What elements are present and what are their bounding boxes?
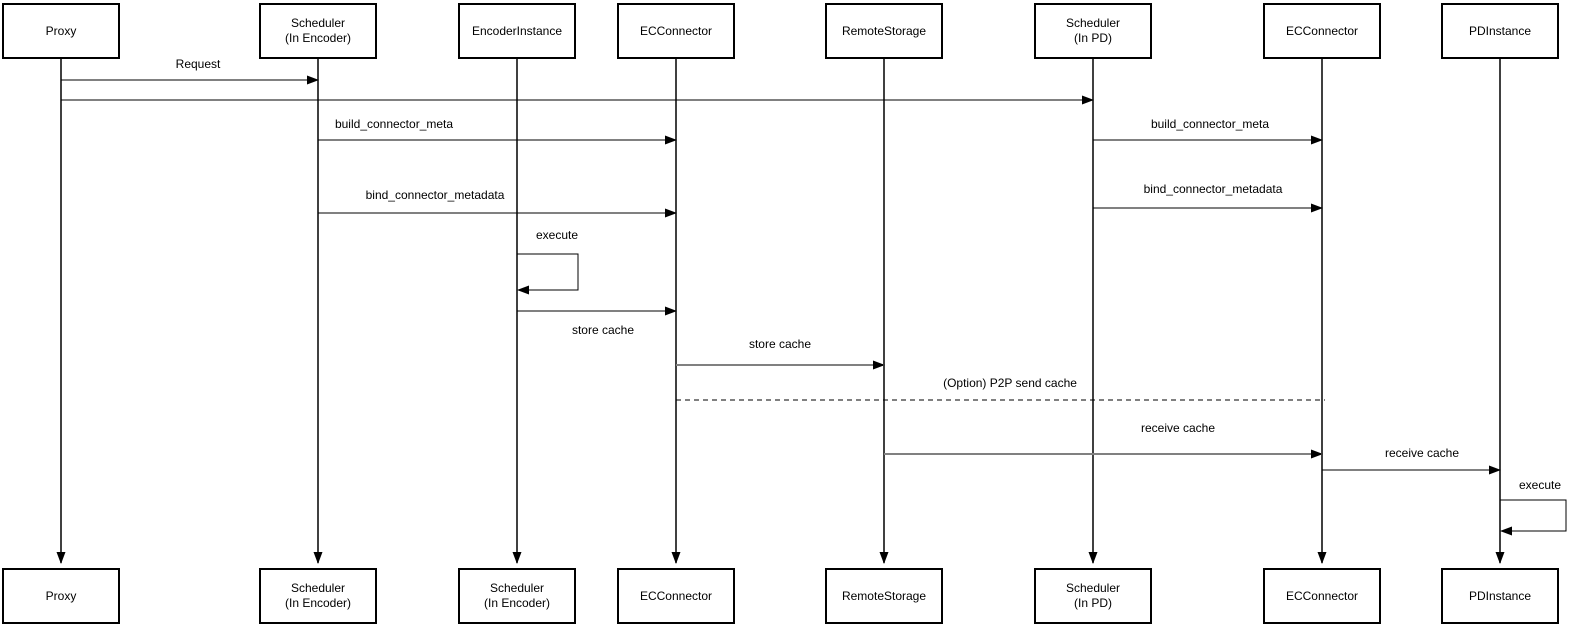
actor-bottom-box-scheduler-in-pd: Scheduler(In PD): [1034, 568, 1152, 624]
actor-bottom-label: Scheduler: [489, 581, 545, 595]
actor-bottom-box-ec-connector-pd: ECConnector: [1263, 568, 1381, 624]
actor-top-label: (In PD): [1073, 31, 1112, 45]
actor-bottom-label: ECConnector: [1285, 588, 1359, 603]
self-loop-label-execute-encoder: execute: [534, 228, 580, 242]
actor-top-box-remote-storage: RemoteStorage: [825, 3, 943, 59]
actor-top-label: ECConnector: [639, 23, 713, 38]
actor-bottom-label: ECConnector: [639, 588, 713, 603]
message-label-p2p-send-cache: (Option) P2P send cache: [942, 376, 1078, 390]
self-loop-execute-encoder: [517, 253, 579, 295]
message-label-store-cache-to-remote: store cache: [747, 337, 813, 351]
actor-bottom-label: (In PD): [1073, 596, 1112, 610]
self-loop-execute-pd: [1500, 499, 1567, 536]
actor-top-label: Proxy: [45, 23, 77, 38]
actor-bottom-label: RemoteStorage: [841, 588, 927, 603]
actor-bottom-box-scheduler-in-encoder: Scheduler(In Encoder): [259, 568, 377, 624]
actor-top-box-proxy: Proxy: [2, 3, 120, 59]
message-label-build-connector-meta-pd: build_connector_meta: [1149, 117, 1271, 131]
actor-bottom-label: (In Encoder): [483, 596, 551, 610]
message-label-bind-connector-metadata-encoder: bind_connector_metadata: [364, 188, 506, 202]
actor-top-label: Scheduler: [1065, 16, 1121, 30]
message-label-build-connector-meta-encoder: build_connector_meta: [333, 117, 455, 131]
message-label-receive-cache-to-pd-instance: receive cache: [1383, 446, 1461, 460]
actor-top-box-scheduler-in-encoder: Scheduler(In Encoder): [259, 3, 377, 59]
actor-top-label: EncoderInstance: [471, 23, 563, 38]
actor-bottom-box-ec-connector-encoder: ECConnector: [617, 568, 735, 624]
actor-top-box-ec-connector-encoder: ECConnector: [617, 3, 735, 59]
actor-bottom-box-remote-storage: RemoteStorage: [825, 568, 943, 624]
actor-bottom-box-encoder-instance: Scheduler(In Encoder): [458, 568, 576, 624]
message-label-receive-cache-from-remote: receive cache: [1139, 421, 1217, 435]
actor-top-label: RemoteStorage: [841, 23, 927, 38]
self-loop-label-execute-pd: execute: [1517, 478, 1563, 492]
actor-top-box-ec-connector-pd: ECConnector: [1263, 3, 1381, 59]
actor-top-label: PDInstance: [1468, 23, 1532, 38]
actor-bottom-box-proxy: Proxy: [2, 568, 120, 624]
actor-bottom-label: Proxy: [45, 588, 77, 603]
actor-bottom-box-pd-instance: PDInstance: [1441, 568, 1559, 624]
actor-top-box-scheduler-in-pd: Scheduler(In PD): [1034, 3, 1152, 59]
actor-top-box-pd-instance: PDInstance: [1441, 3, 1559, 59]
actor-bottom-label: Scheduler: [1065, 581, 1121, 595]
actor-top-box-encoder-instance: EncoderInstance: [458, 3, 576, 59]
actor-bottom-label: PDInstance: [1468, 588, 1532, 603]
actor-top-label: Scheduler: [290, 16, 346, 30]
actor-top-label: ECConnector: [1285, 23, 1359, 38]
message-label-bind-connector-metadata-pd: bind_connector_metadata: [1142, 182, 1284, 196]
actor-bottom-label: (In Encoder): [284, 596, 352, 610]
message-label-request: Request: [174, 57, 222, 71]
actor-bottom-label: Scheduler: [290, 581, 346, 595]
message-label-store-cache-to-connector: store cache: [570, 323, 636, 337]
actor-top-label: (In Encoder): [284, 31, 352, 45]
